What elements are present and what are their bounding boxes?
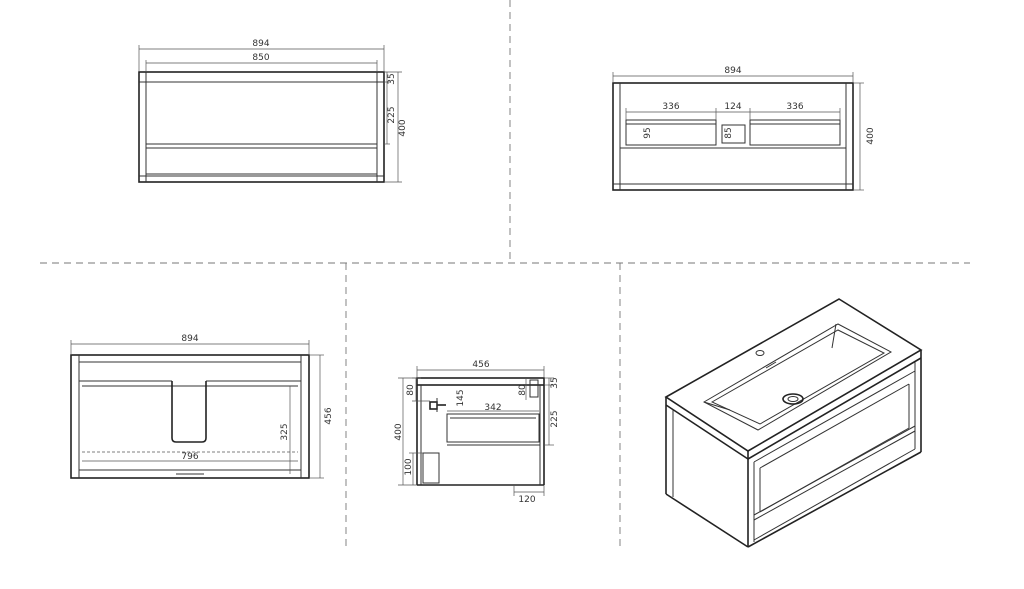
front-inner-width-label: 850 — [252, 53, 269, 63]
front-view: 894 850 35 225 400 — [138, 39, 408, 183]
view-separators — [40, 0, 970, 550]
front-drawer-height-label: 225 — [387, 106, 397, 123]
side-basin-drop-label: 145 — [456, 389, 466, 406]
side-top-offset-right-label: 80 — [518, 384, 528, 396]
top-view: 894 796 325 456 — [70, 334, 334, 479]
side-drawer-height-label: 225 — [550, 410, 560, 427]
back-center-slot-label: 85 — [724, 127, 734, 138]
top-overall-width-label: 894 — [181, 334, 198, 344]
side-total-height-label: 400 — [394, 423, 404, 440]
front-total-height-label: 400 — [398, 119, 408, 136]
side-view: 456 80 145 342 80 35 225 400 100 120 — [394, 360, 560, 505]
front-top-thickness-label: 35 — [387, 73, 397, 84]
side-bottom-height-label: 100 — [404, 458, 414, 475]
back-left-span-label: 336 — [662, 102, 679, 112]
back-center-span-label: 124 — [724, 102, 741, 112]
front-overall-width-label: 894 — [252, 39, 269, 49]
isometric-view — [664, 298, 923, 548]
top-inner-width-label: 796 — [181, 452, 198, 462]
back-right-span-label: 336 — [786, 102, 803, 112]
top-depth-label: 456 — [324, 407, 334, 424]
side-top-offset-label: 80 — [406, 384, 416, 396]
back-left-slot-label: 95 — [643, 127, 653, 138]
side-inner-depth-label: 342 — [484, 403, 501, 413]
side-foot-label: 120 — [518, 495, 535, 505]
side-top-thickness-label: 35 — [550, 377, 560, 388]
top-notch-depth-label: 325 — [280, 423, 290, 440]
back-total-height-label: 400 — [866, 127, 876, 144]
side-depth-label: 456 — [472, 360, 489, 370]
back-view: 894 336 124 336 95 85 400 — [612, 66, 876, 191]
back-overall-width-label: 894 — [724, 66, 741, 76]
